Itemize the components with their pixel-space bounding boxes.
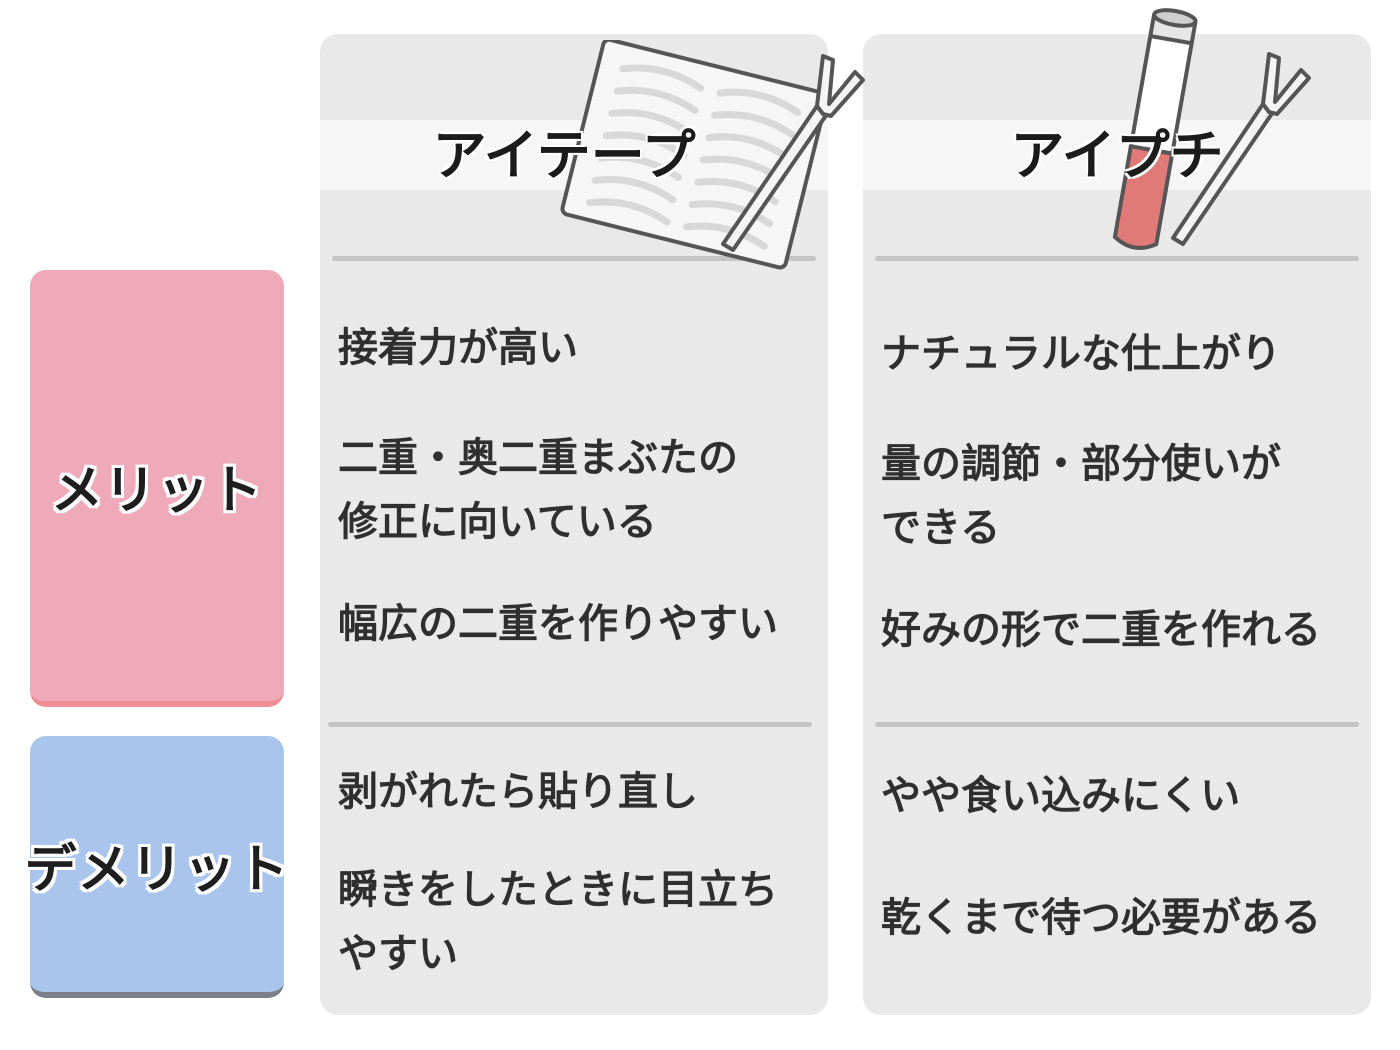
eye-tape-demerit-1: 剥がれたら貼り直し xyxy=(338,769,698,815)
eye-glue-column: アイプチ ナチュラルな仕上がり 量の調節・部分使いが できる 好みの形で二重を作… xyxy=(863,8,1371,1015)
eye-glue-demerit-1: やや食い込みにくい xyxy=(881,773,1241,819)
eye-glue-merit-2: 量の調節・部分使いが できる xyxy=(881,441,1281,551)
eye-tape-title: アイテープ xyxy=(432,124,696,187)
eye-glue-title: アイプチ xyxy=(1010,124,1224,187)
merit-row-label: メリット xyxy=(30,270,284,707)
eye-tape-merit-1: 接着力が高い xyxy=(338,325,578,371)
eye-glue-demerit-2: 乾くまで待つ必要がある xyxy=(881,895,1321,941)
eye-tape-merit-3: 幅広の二重を作りやすい xyxy=(338,601,778,647)
eye-tape-top-divider xyxy=(332,256,816,261)
eye-glue-merit-1: ナチュラルな仕上がり xyxy=(881,331,1281,377)
eye-glue-middle-divider xyxy=(875,722,1359,727)
eye-tape-demerit-2: 瞬きをしたときに目立ち やすい xyxy=(338,867,778,977)
merit-label-text: メリット xyxy=(50,461,263,521)
eye-tape-middle-divider xyxy=(328,722,812,727)
demerit-row-label: デメリット xyxy=(25,736,289,998)
eye-glue-top-divider xyxy=(875,256,1359,261)
eye-tape-column: アイテープ 接着力が高い 二重・奥二重まぶたの 修正に向いている 幅広の二重を作… xyxy=(320,34,865,1015)
demerit-label-text: デメリット xyxy=(24,839,290,900)
eye-glue-merit-3: 好みの形で二重を作れる xyxy=(881,607,1321,653)
eye-tape-merit-2: 二重・奥二重まぶたの 修正に向いている xyxy=(338,435,738,545)
